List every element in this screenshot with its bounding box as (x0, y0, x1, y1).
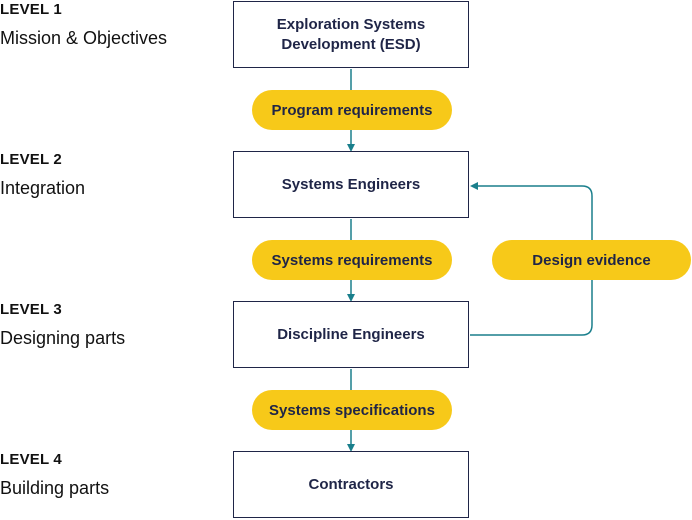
level-number: LEVEL 1 (0, 1, 62, 18)
pill-systems-specifications: Systems specifications (252, 390, 452, 430)
level-number: LEVEL 3 (0, 301, 62, 318)
pill-systems-requirements: Systems requirements (252, 240, 452, 280)
level-name: Building parts (0, 478, 110, 498)
box-systems-engineers-label: Systems Engineers (281, 175, 421, 193)
level-name: Integration (0, 178, 86, 198)
box-contractors-label: Contractors (308, 475, 394, 493)
pill-program-requirements: Program requirements (252, 90, 452, 130)
box-esd-label: Exploration Systems Development (ESD) (276, 15, 426, 53)
level-number: LEVEL 4 (0, 451, 62, 468)
level-1: LEVEL 1 Mission & Objectives (0, 1, 167, 49)
box-contractors: Contractors (233, 451, 469, 518)
level-number: LEVEL 2 (0, 151, 62, 168)
pill-design-evidence: Design evidence (492, 240, 691, 280)
level-2: LEVEL 2 Integration (0, 151, 85, 199)
box-discipline-engineers: Discipline Engineers (233, 301, 469, 368)
level-4: LEVEL 4 Building parts (0, 451, 109, 499)
level-3: LEVEL 3 Designing parts (0, 301, 125, 349)
level-name: Designing parts (0, 328, 126, 348)
box-discipline-engineers-label: Discipline Engineers (277, 325, 425, 343)
box-systems-engineers: Systems Engineers (233, 151, 469, 218)
level-name: Mission & Objectives (0, 28, 168, 48)
box-esd: Exploration Systems Development (ESD) (233, 1, 469, 68)
